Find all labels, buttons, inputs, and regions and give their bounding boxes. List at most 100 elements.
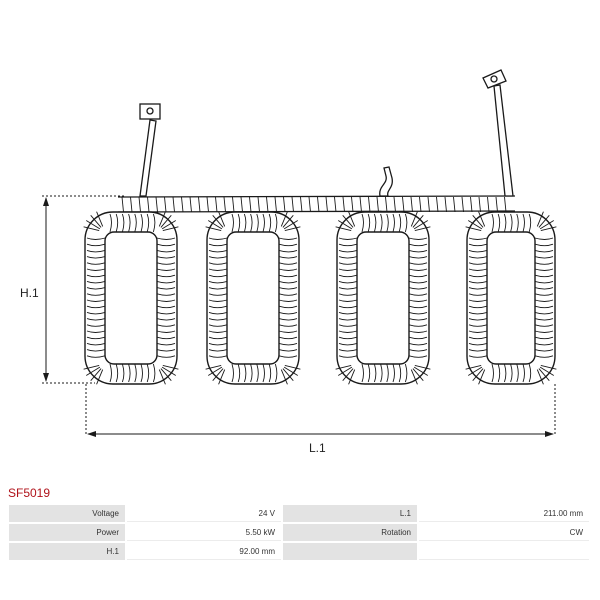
winding-line xyxy=(162,364,179,370)
bus-winding-tick xyxy=(181,196,184,213)
winding-line xyxy=(162,226,179,232)
spec-label: Rotation xyxy=(283,524,417,541)
winding-line xyxy=(278,305,298,309)
winding-line xyxy=(282,368,294,382)
coil-windings xyxy=(205,211,301,385)
winding-line xyxy=(156,355,176,358)
coil xyxy=(83,211,179,385)
winding-line xyxy=(534,318,554,321)
winding-line xyxy=(408,318,428,321)
winding-line xyxy=(367,213,371,233)
spec-row: Voltage 24 V L.1 211.00 mm xyxy=(9,505,589,522)
winding-line xyxy=(534,355,554,358)
winding-line xyxy=(156,349,176,352)
winding-line xyxy=(361,213,364,233)
bus-winding-tick xyxy=(164,196,167,213)
winding-line xyxy=(338,355,358,358)
winding-line xyxy=(491,363,494,383)
winding-line xyxy=(278,249,298,253)
winding-line xyxy=(278,243,298,247)
winding-line xyxy=(528,213,532,233)
coil xyxy=(205,211,301,385)
winding-line xyxy=(205,226,222,232)
winding-line xyxy=(208,243,228,247)
winding-line xyxy=(278,324,298,327)
winding-line xyxy=(338,293,358,296)
bus-winding-tick xyxy=(419,196,422,213)
winding-line xyxy=(534,274,554,278)
height-arrow-bottom xyxy=(43,373,49,382)
winding-line xyxy=(90,214,102,228)
winding-line xyxy=(208,274,228,278)
coil-inner-window xyxy=(356,231,410,365)
spec-label: Voltage xyxy=(9,505,125,522)
winding-line xyxy=(468,366,483,376)
winding-line xyxy=(208,311,228,315)
winding-line xyxy=(408,243,428,247)
winding-line xyxy=(237,213,241,233)
bus-winding-tick xyxy=(121,196,124,213)
bus-winding-tick xyxy=(317,196,320,213)
winding-line xyxy=(231,363,234,383)
winding-line xyxy=(278,293,298,296)
length-arrow-right xyxy=(545,431,554,437)
winding-line xyxy=(208,349,228,352)
winding-line xyxy=(497,213,501,233)
bus-winding-tick xyxy=(147,196,150,213)
winding-line xyxy=(161,366,176,376)
winding-line xyxy=(534,305,554,309)
winding-line xyxy=(156,274,176,278)
winding-line xyxy=(156,330,176,333)
coil-windings xyxy=(335,211,431,385)
winding-line xyxy=(278,336,298,340)
winding-line xyxy=(534,237,554,240)
bus-winding-tick xyxy=(325,196,328,213)
winding-line xyxy=(410,211,418,227)
spec-value: CW xyxy=(419,524,589,541)
bus-winding-tick xyxy=(427,196,430,213)
winding-line xyxy=(208,330,228,333)
winding-line xyxy=(468,249,488,253)
winding-line xyxy=(408,311,428,315)
winding-line xyxy=(338,249,358,253)
length-arrow-left xyxy=(87,431,96,437)
winding-line xyxy=(208,355,228,358)
winding-line xyxy=(156,243,176,247)
winding-line xyxy=(86,280,106,284)
winding-line xyxy=(115,213,119,233)
winding-line xyxy=(534,342,554,346)
winding-line xyxy=(380,213,383,233)
winding-line xyxy=(146,363,150,383)
bus-winding-tick xyxy=(453,196,456,213)
winding-line xyxy=(408,256,428,259)
coil-group xyxy=(83,211,557,385)
winding-line xyxy=(208,324,228,327)
winding-line xyxy=(218,369,226,385)
winding-line xyxy=(338,268,358,271)
spec-label xyxy=(283,543,417,560)
winding-line xyxy=(468,220,483,230)
winding-line xyxy=(534,293,554,296)
winding-line xyxy=(208,305,228,309)
winding-line xyxy=(156,249,176,253)
winding-line xyxy=(115,363,119,383)
winding-line xyxy=(398,213,402,233)
winding-line xyxy=(96,369,104,385)
winding-line xyxy=(237,363,241,383)
winding-line xyxy=(218,211,226,227)
winding-line xyxy=(534,249,554,253)
winding-line xyxy=(250,363,253,383)
winding-line xyxy=(86,220,101,230)
winding-line xyxy=(338,311,358,315)
winding-line xyxy=(361,363,364,383)
winding-line xyxy=(534,324,554,327)
winding-line xyxy=(468,342,488,346)
winding-line xyxy=(86,293,106,296)
winding-line xyxy=(243,213,247,233)
winding-line xyxy=(408,324,428,327)
winding-line xyxy=(465,364,482,370)
winding-line xyxy=(338,299,358,302)
winding-line xyxy=(156,293,176,296)
winding-line xyxy=(386,363,389,383)
winding-line xyxy=(386,213,389,233)
